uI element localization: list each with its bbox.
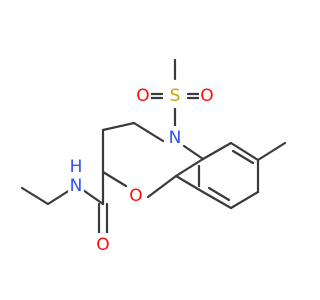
molecule-structure-diagram: S O O N O N H O <box>20 58 287 257</box>
bond-c5a-c9a <box>174 157 205 178</box>
bond-carbonyl-carbon-amide-nitrogen <box>81 188 105 206</box>
bond-c9-c9a-outer <box>201 190 233 210</box>
sulfur-atom-label: S <box>170 86 181 106</box>
bond-c9a-c8a <box>174 174 205 194</box>
bond-c8-c9 <box>229 190 260 210</box>
bond-c6-c7-outer <box>229 141 260 162</box>
bonds <box>20 58 287 236</box>
bond-c5a-c6 <box>201 141 233 161</box>
bond-ring-nitrogen-c4 <box>132 121 165 143</box>
atom-labels: S O O N O N H O <box>68 84 215 257</box>
sulfonyl-oxygen-right-label: O <box>200 86 213 106</box>
ring-oxygen-label: O <box>129 186 142 206</box>
bond-c9-c9a-inner <box>207 186 231 202</box>
bond-ring-oxygen-c9a <box>146 174 178 199</box>
sulfonyl-oxygen-left-label: O <box>136 86 149 106</box>
bond-amide-nitrogen-ethyl-ch2 <box>46 188 72 206</box>
bond-c7-methyl <box>256 141 287 162</box>
bond-c2-ring-oxygen <box>101 170 128 188</box>
bond-ethyl-ch2-ch3 <box>20 186 50 206</box>
ring-nitrogen-label: N <box>169 128 182 148</box>
amide-hydrogen-label: H <box>70 157 83 177</box>
amide-nitrogen-label: N <box>70 176 83 196</box>
carbonyl-oxygen-label: O <box>96 235 109 255</box>
bond-ring-nitrogen-c5a <box>182 144 205 161</box>
bond-c4-c3 <box>101 121 136 132</box>
bond-c6-c7-inner <box>231 149 255 165</box>
